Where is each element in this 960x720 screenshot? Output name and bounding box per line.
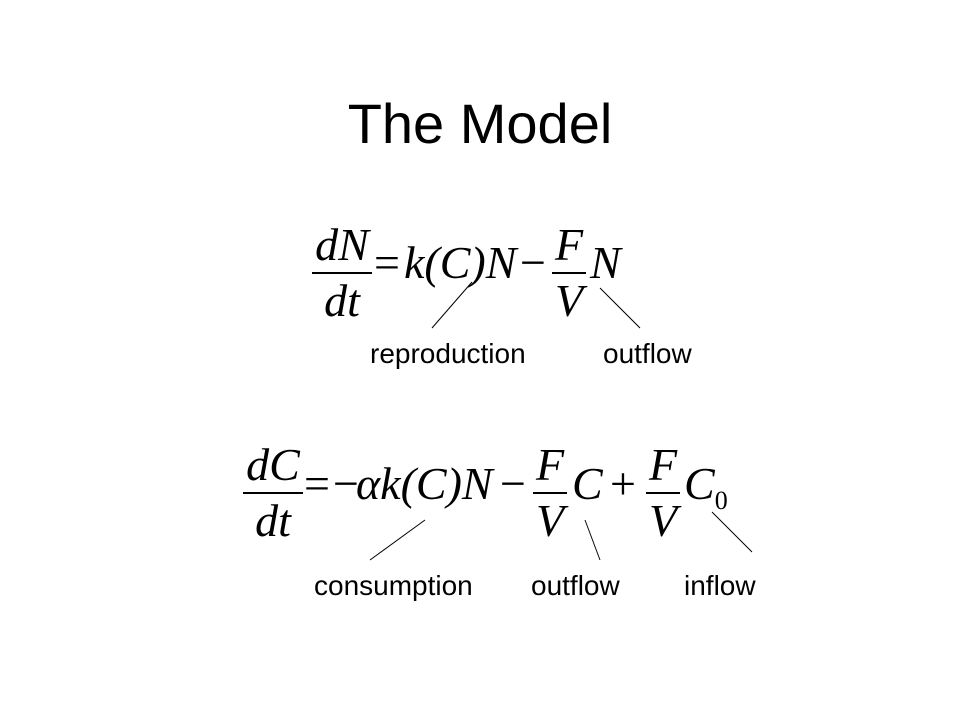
eq2-lhs-denominator: dt [255,495,291,546]
eq1-lhs-denominator: dt [324,275,360,326]
eq2-label-consumption: consumption [314,570,473,601]
eq2-outflow-numerator: F [535,439,565,490]
eq1-label-reproduction: reproduction [370,338,526,369]
eq2-inflow-fraction: F V [646,442,680,544]
eq1-label-outflow: outflow [603,338,692,369]
eq1-outflow-numerator: F [554,219,584,270]
eq1-reproduction-callout-line [431,281,473,329]
eq2-inflow-variable: C0 [684,461,728,514]
eq2-label-inflow: inflow [684,570,756,601]
eq2-lhs-fraction-bar [243,492,303,494]
eq1-minus: − [520,237,546,288]
eq2-lhs-fraction: dC dt [243,442,303,544]
eq1-outflow-variable: N [590,237,621,288]
eq1-lhs-fraction-bar [312,272,372,274]
eq1-lhs-numerator: dN [315,219,369,270]
eq1-outflow-fraction-bar [552,272,586,274]
eq2-minus: − [500,458,526,509]
eq2-term-consumption: αk(C)N [356,458,493,509]
slide-title: The Model [347,92,613,155]
eq2-inflow-variable-symbol: C [684,458,715,509]
eq2-outflow-denominator: V [535,495,565,546]
eq2-outflow-variable: C [572,458,603,509]
eq1-lhs-fraction: dN dt [312,222,372,324]
eq2-outflow-fraction-bar [533,492,567,494]
eq2-label-outflow: outflow [531,570,620,601]
eq2-consumption-callout-line [369,519,426,561]
eq2-plus: + [610,458,636,509]
eq2-equals: = [304,458,330,509]
eq1-outflow-fraction: F V [552,222,586,324]
eq2-inflow-subscript: 0 [714,486,728,515]
eq2-outflow-callout-line [584,519,601,561]
eq1-outflow-denominator: V [554,275,584,326]
eq1-equals: = [374,237,400,288]
eq2-inflow-denominator: V [648,495,678,546]
eq1-term-reproduction: k(C)N [404,237,517,288]
eq2-inflow-numerator: F [648,439,678,490]
eq2-lhs-numerator: dC [246,439,300,490]
eq1-outflow-callout-line [599,287,641,329]
eq2-negative-sign: − [333,458,359,509]
eq2-inflow-callout-line [711,511,753,553]
eq2-inflow-fraction-bar [646,492,680,494]
eq2-outflow-fraction: F V [533,442,567,544]
